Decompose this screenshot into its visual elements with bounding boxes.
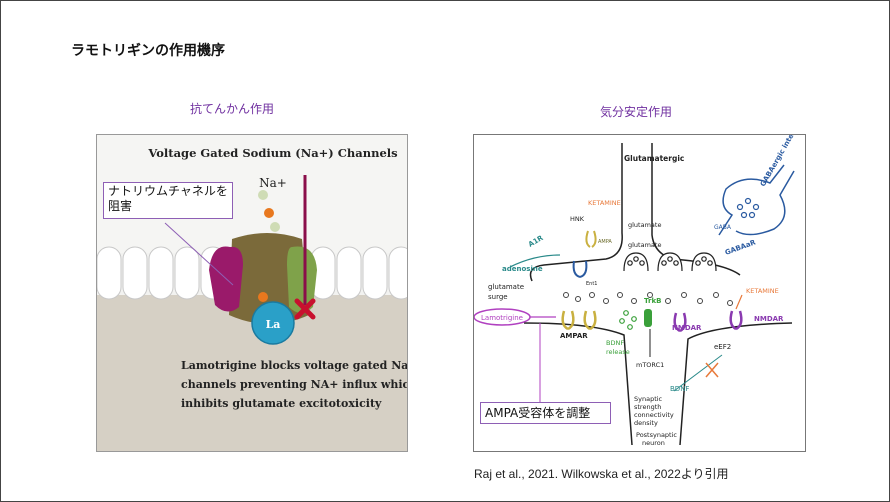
ion-dot (264, 208, 274, 218)
glutamate-surge-label-1: glutamate (488, 283, 524, 291)
synaptic-label-3: connectivity (634, 411, 674, 419)
vesicles (623, 252, 717, 272)
figure-header: Voltage Gated Sodium (Na+) Channels (147, 146, 397, 160)
ampar-receptor-icon (561, 310, 597, 331)
citation: Raj et al., 2021. Wilkowska et al., 2022… (474, 467, 729, 481)
postsynaptic-membrane (679, 322, 793, 446)
postsynaptic-label-2: neuron (642, 439, 665, 447)
na-ion-label: Na+ (259, 176, 287, 190)
bdnf-arrow (673, 354, 723, 392)
adenosine-label: adenosine (502, 265, 543, 273)
ent1-transporter-icon (572, 260, 588, 278)
ketamine-top-label: KETAMINE (588, 199, 621, 207)
caption-line-2: channels preventing NA+ influx which (181, 378, 408, 391)
bdnf-release-label-1: BDNF (606, 339, 624, 347)
glutamate-molecules (563, 292, 733, 306)
ampa-receptor-icon (585, 230, 597, 248)
block-icon (294, 298, 316, 320)
sodium-channel-callout: ナトリウムチャネルを阻害 (103, 182, 233, 219)
slide-title: ラモトリギンの作用機序 (71, 43, 225, 59)
lamotrigine-label: Lamotrigine (481, 314, 523, 322)
ampa-small-label: AMPA (598, 239, 612, 245)
presynaptic-membrane (529, 143, 623, 282)
bdnf-label: BDNF (670, 385, 689, 393)
ketamine-right-label: KETAMINE (746, 287, 779, 295)
ampar-label: AMPAR (560, 332, 588, 340)
postsynaptic-label-1: Postsynaptic (636, 431, 677, 439)
synaptic-label-4: density (634, 419, 658, 427)
a1r-label: A1R (527, 234, 545, 249)
inhibit-cross-icon (705, 362, 719, 378)
mood-stabilizer-subtitle: 気分安定作用 (600, 105, 673, 119)
nmdar-right-label: NMDAR (754, 315, 784, 323)
gabaar-label: GABAaR (724, 238, 757, 257)
gabaergic-outline (718, 164, 785, 236)
eef2-label: eEF2 (714, 343, 731, 351)
synaptic-label-1: Synaptic (634, 395, 663, 403)
sodium-channel-figure: Voltage Gated Sodium (Na+) Channels Na+ … (96, 134, 408, 452)
channel-subunit-right (287, 246, 317, 313)
synaptic-label-2: strength (634, 403, 661, 411)
callout-pointer (164, 222, 234, 286)
glutamate-down-label: glutamate (628, 241, 661, 249)
synapse-figure: Glutamatergic GABAergic interneuron GABA… (473, 134, 806, 452)
gabaergic-outline (735, 170, 795, 236)
ion-dot (258, 292, 268, 302)
ion-dot (258, 190, 268, 200)
ketamine-arrow (735, 294, 743, 310)
glutamate-up-label: glutamate (628, 221, 661, 229)
nmdar-mid-label: NMDAR (672, 324, 702, 332)
caption-line-1: Lamotrigine blocks voltage gated Na+ (181, 359, 408, 372)
trkb-label: TrkB (644, 297, 661, 305)
lamotrigine-molecule (251, 301, 295, 345)
glutamatergic-label: Glutamatergic (624, 154, 684, 163)
ent1-label: Ent1 (586, 281, 597, 287)
sodium-channel-illustration: Voltage Gated Sodium (Na+) Channels Na+ … (97, 135, 408, 451)
ampa-callout: AMPA受容体を調整 (480, 402, 611, 424)
antiepileptic-subtitle: 抗てんかん作用 (190, 102, 275, 116)
adenosine-arrow (509, 254, 561, 268)
trkb-receptor-icon (644, 309, 652, 327)
gaba-a-label: GABA (714, 224, 732, 231)
synapse-diagram: Glutamatergic GABAergic interneuron GABA… (474, 135, 806, 447)
bdnf-release-label-2: release (606, 348, 630, 356)
ion-dot (270, 222, 280, 232)
gabaergic-label: GABAergic interneuron (759, 135, 806, 188)
nmdar-receptor-icon (673, 310, 743, 333)
hnk-label: HNK (570, 215, 585, 223)
drug-label: La (266, 318, 281, 331)
caption-line-3: inhibits glutamate excitotoxicity (181, 397, 382, 410)
mtorc1-label: mTORC1 (636, 361, 664, 369)
glutamate-surge-label-2: surge (488, 293, 508, 301)
